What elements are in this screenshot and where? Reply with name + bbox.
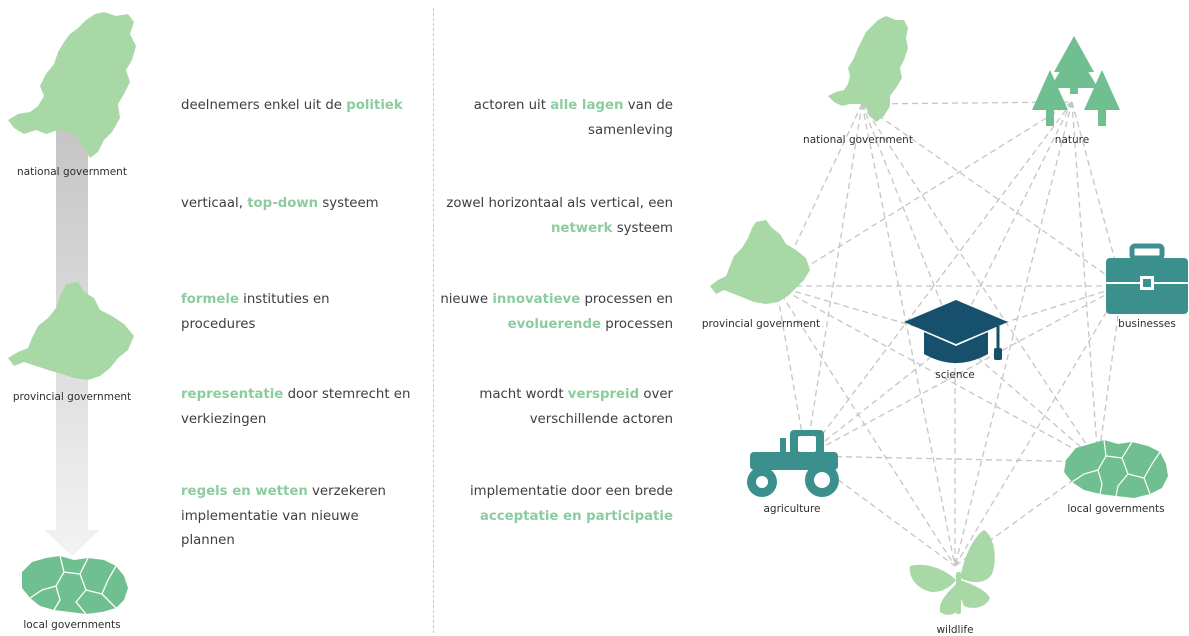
- network-netherlands-icon: [828, 16, 908, 122]
- edge-nature-businesses: [1071, 101, 1123, 287]
- municipalities-map-icon: [22, 555, 128, 615]
- traditional-point: representatie door stemrecht en verkiezi…: [181, 387, 411, 427]
- network-point: macht wordt verspreid over verschillende…: [479, 387, 673, 427]
- network-point: zowel horizontaal als vertical, een netw…: [446, 196, 673, 236]
- network-province-icon: [710, 220, 810, 304]
- edge-national-wildlife: [861, 103, 956, 567]
- network-point: implementatie door een brede acceptatie …: [469, 484, 673, 524]
- node-label-provincial: provincial government: [701, 318, 821, 330]
- edge-national-agriculture: [805, 103, 863, 457]
- edge-provincial-agriculture: [775, 285, 807, 457]
- edge-nature-science: [954, 101, 1073, 339]
- provincial-government-label: provincial government: [12, 391, 132, 403]
- edge-nature-local: [1071, 101, 1099, 463]
- network-point: actoren uit alle lagen van de samenlevin…: [473, 98, 673, 138]
- trees-icon: [1032, 36, 1120, 126]
- traditional-point: formele instituties en procedures: [181, 292, 330, 332]
- edge-nature-agriculture: [805, 101, 1073, 457]
- traditional-point: deelnemers enkel uit de politiek: [181, 98, 403, 113]
- traditional-point: regels en wetten verzekeren implementati…: [181, 484, 386, 548]
- network-municipalities-icon: [1064, 439, 1168, 498]
- national-government-label: national government: [17, 166, 127, 178]
- node-label-local: local governments: [1067, 503, 1165, 515]
- edge-nature-provincial: [775, 101, 1073, 287]
- edge-businesses-wildlife: [954, 285, 1123, 567]
- edge-provincial-local: [775, 285, 1099, 463]
- province-map-icon: [8, 282, 134, 380]
- node-label-national: national government: [803, 134, 913, 146]
- node-label-agriculture: agriculture: [763, 503, 821, 515]
- netherlands-map-icon: [8, 12, 136, 158]
- node-label-wildlife: wildlife: [936, 624, 974, 636]
- edge-national-local: [861, 103, 1099, 463]
- edge-provincial-wildlife: [775, 285, 956, 567]
- node-label-science: science: [935, 369, 975, 381]
- edge-science-businesses: [954, 285, 1123, 339]
- edge-science-agriculture: [805, 337, 956, 457]
- edge-agriculture-local: [805, 455, 1099, 463]
- local-governments-label: local governments: [23, 619, 121, 631]
- edge-national-science: [861, 103, 956, 339]
- edge-national-businesses: [861, 103, 1123, 287]
- column-divider: [433, 8, 434, 633]
- edge-national-provincial: [775, 103, 863, 287]
- butterfly-icon: [909, 530, 995, 615]
- traditional-point: verticaal, top-down systeem: [181, 196, 379, 211]
- tractor-icon: [747, 430, 839, 497]
- edge-science-local: [954, 337, 1099, 463]
- network-point: nieuwe innovatieve processen en evoluere…: [440, 292, 673, 332]
- briefcase-icon: [1106, 243, 1188, 314]
- graduation-cap-icon: [904, 300, 1008, 363]
- node-label-nature: nature: [1054, 134, 1090, 146]
- node-label-businesses: businesses: [1118, 318, 1176, 330]
